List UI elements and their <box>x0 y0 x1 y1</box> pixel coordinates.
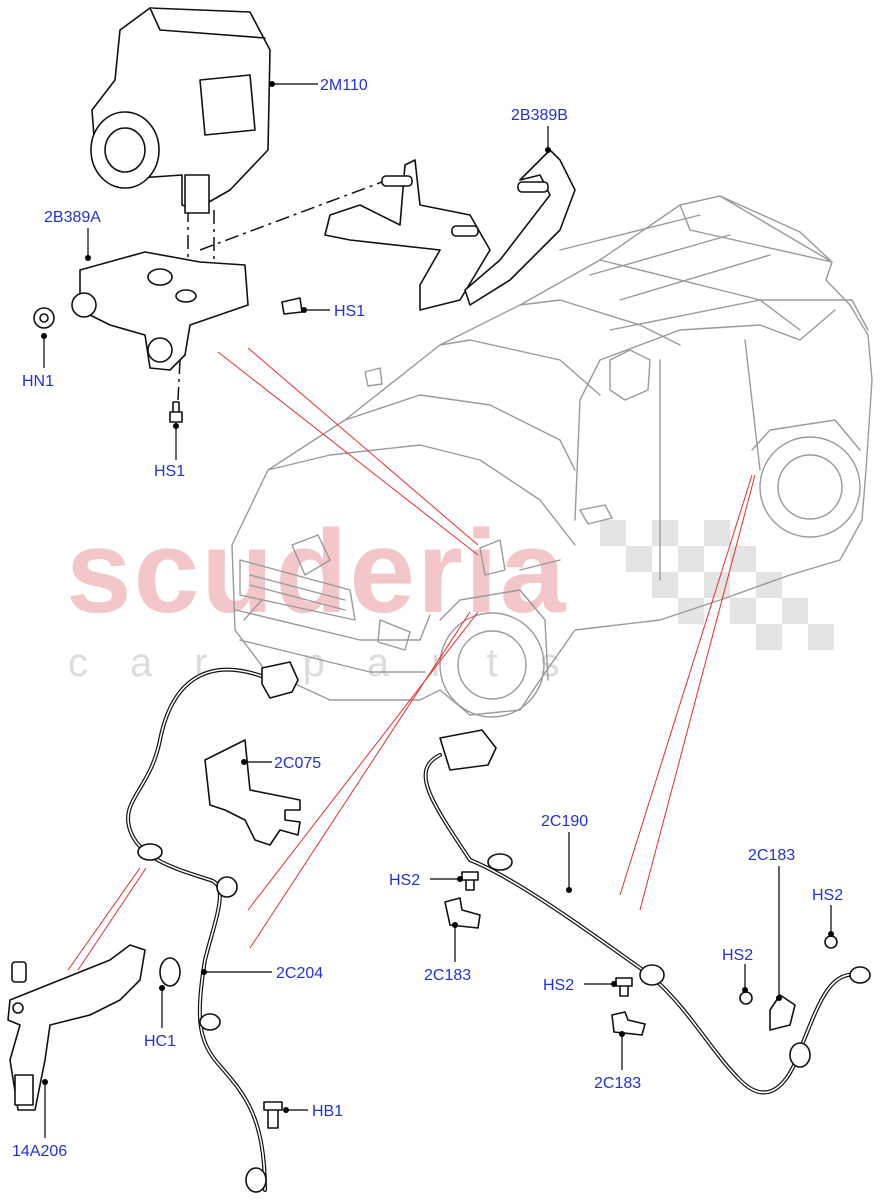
label-14a206: 14A206 <box>12 1143 67 1160</box>
label-hs2-right: HS2 <box>722 947 753 964</box>
label-2b389b: 2B389B <box>511 107 568 124</box>
label-2m110: 2M110 <box>320 77 368 94</box>
label-hs1-bottom: HS1 <box>154 463 185 480</box>
sensor-wire-2c190 <box>423 729 871 1095</box>
leader-lines <box>41 81 834 1138</box>
label-hc1: HC1 <box>144 1033 176 1050</box>
label-hn1: HN1 <box>22 373 54 390</box>
label-hs2-left: HS2 <box>389 872 420 889</box>
clip-brackets <box>204 739 796 1036</box>
label-2c075: 2C075 <box>274 755 321 772</box>
label-2c190: 2C190 <box>541 813 588 830</box>
bracket-2b389a <box>71 251 249 371</box>
sensor-wire-2c204 <box>126 661 299 1193</box>
abs-module <box>90 7 271 214</box>
label-hs1-top: HS1 <box>334 303 365 320</box>
callout-labels: 2M110 2B389B 2B389A HS1 HN1 HS1 2C075 2C… <box>12 77 843 1160</box>
watermark: scuderia car parts <box>66 506 834 685</box>
label-hs2-far-right: HS2 <box>812 887 843 904</box>
reference-lines <box>67 347 756 971</box>
bracket-2b389b <box>324 149 576 311</box>
label-hb1: HB1 <box>312 1103 343 1120</box>
assembly-line-2 <box>177 208 215 401</box>
label-hs2-middle: HS2 <box>543 977 574 994</box>
assembly-line <box>199 181 383 251</box>
watermark-brand: scuderia <box>66 506 567 638</box>
fasteners <box>33 297 838 1129</box>
label-2c183-bottom: 2C183 <box>594 1075 641 1092</box>
label-2c183-right: 2C183 <box>748 847 795 864</box>
label-2c204: 2C204 <box>276 965 323 982</box>
watermark-sub: car parts <box>68 641 602 685</box>
sensor-bracket-14a206 <box>7 944 146 1111</box>
vehicle-illustration <box>231 195 873 718</box>
label-2c183-left: 2C183 <box>424 967 471 984</box>
label-2b389a: 2B389A <box>44 209 101 226</box>
